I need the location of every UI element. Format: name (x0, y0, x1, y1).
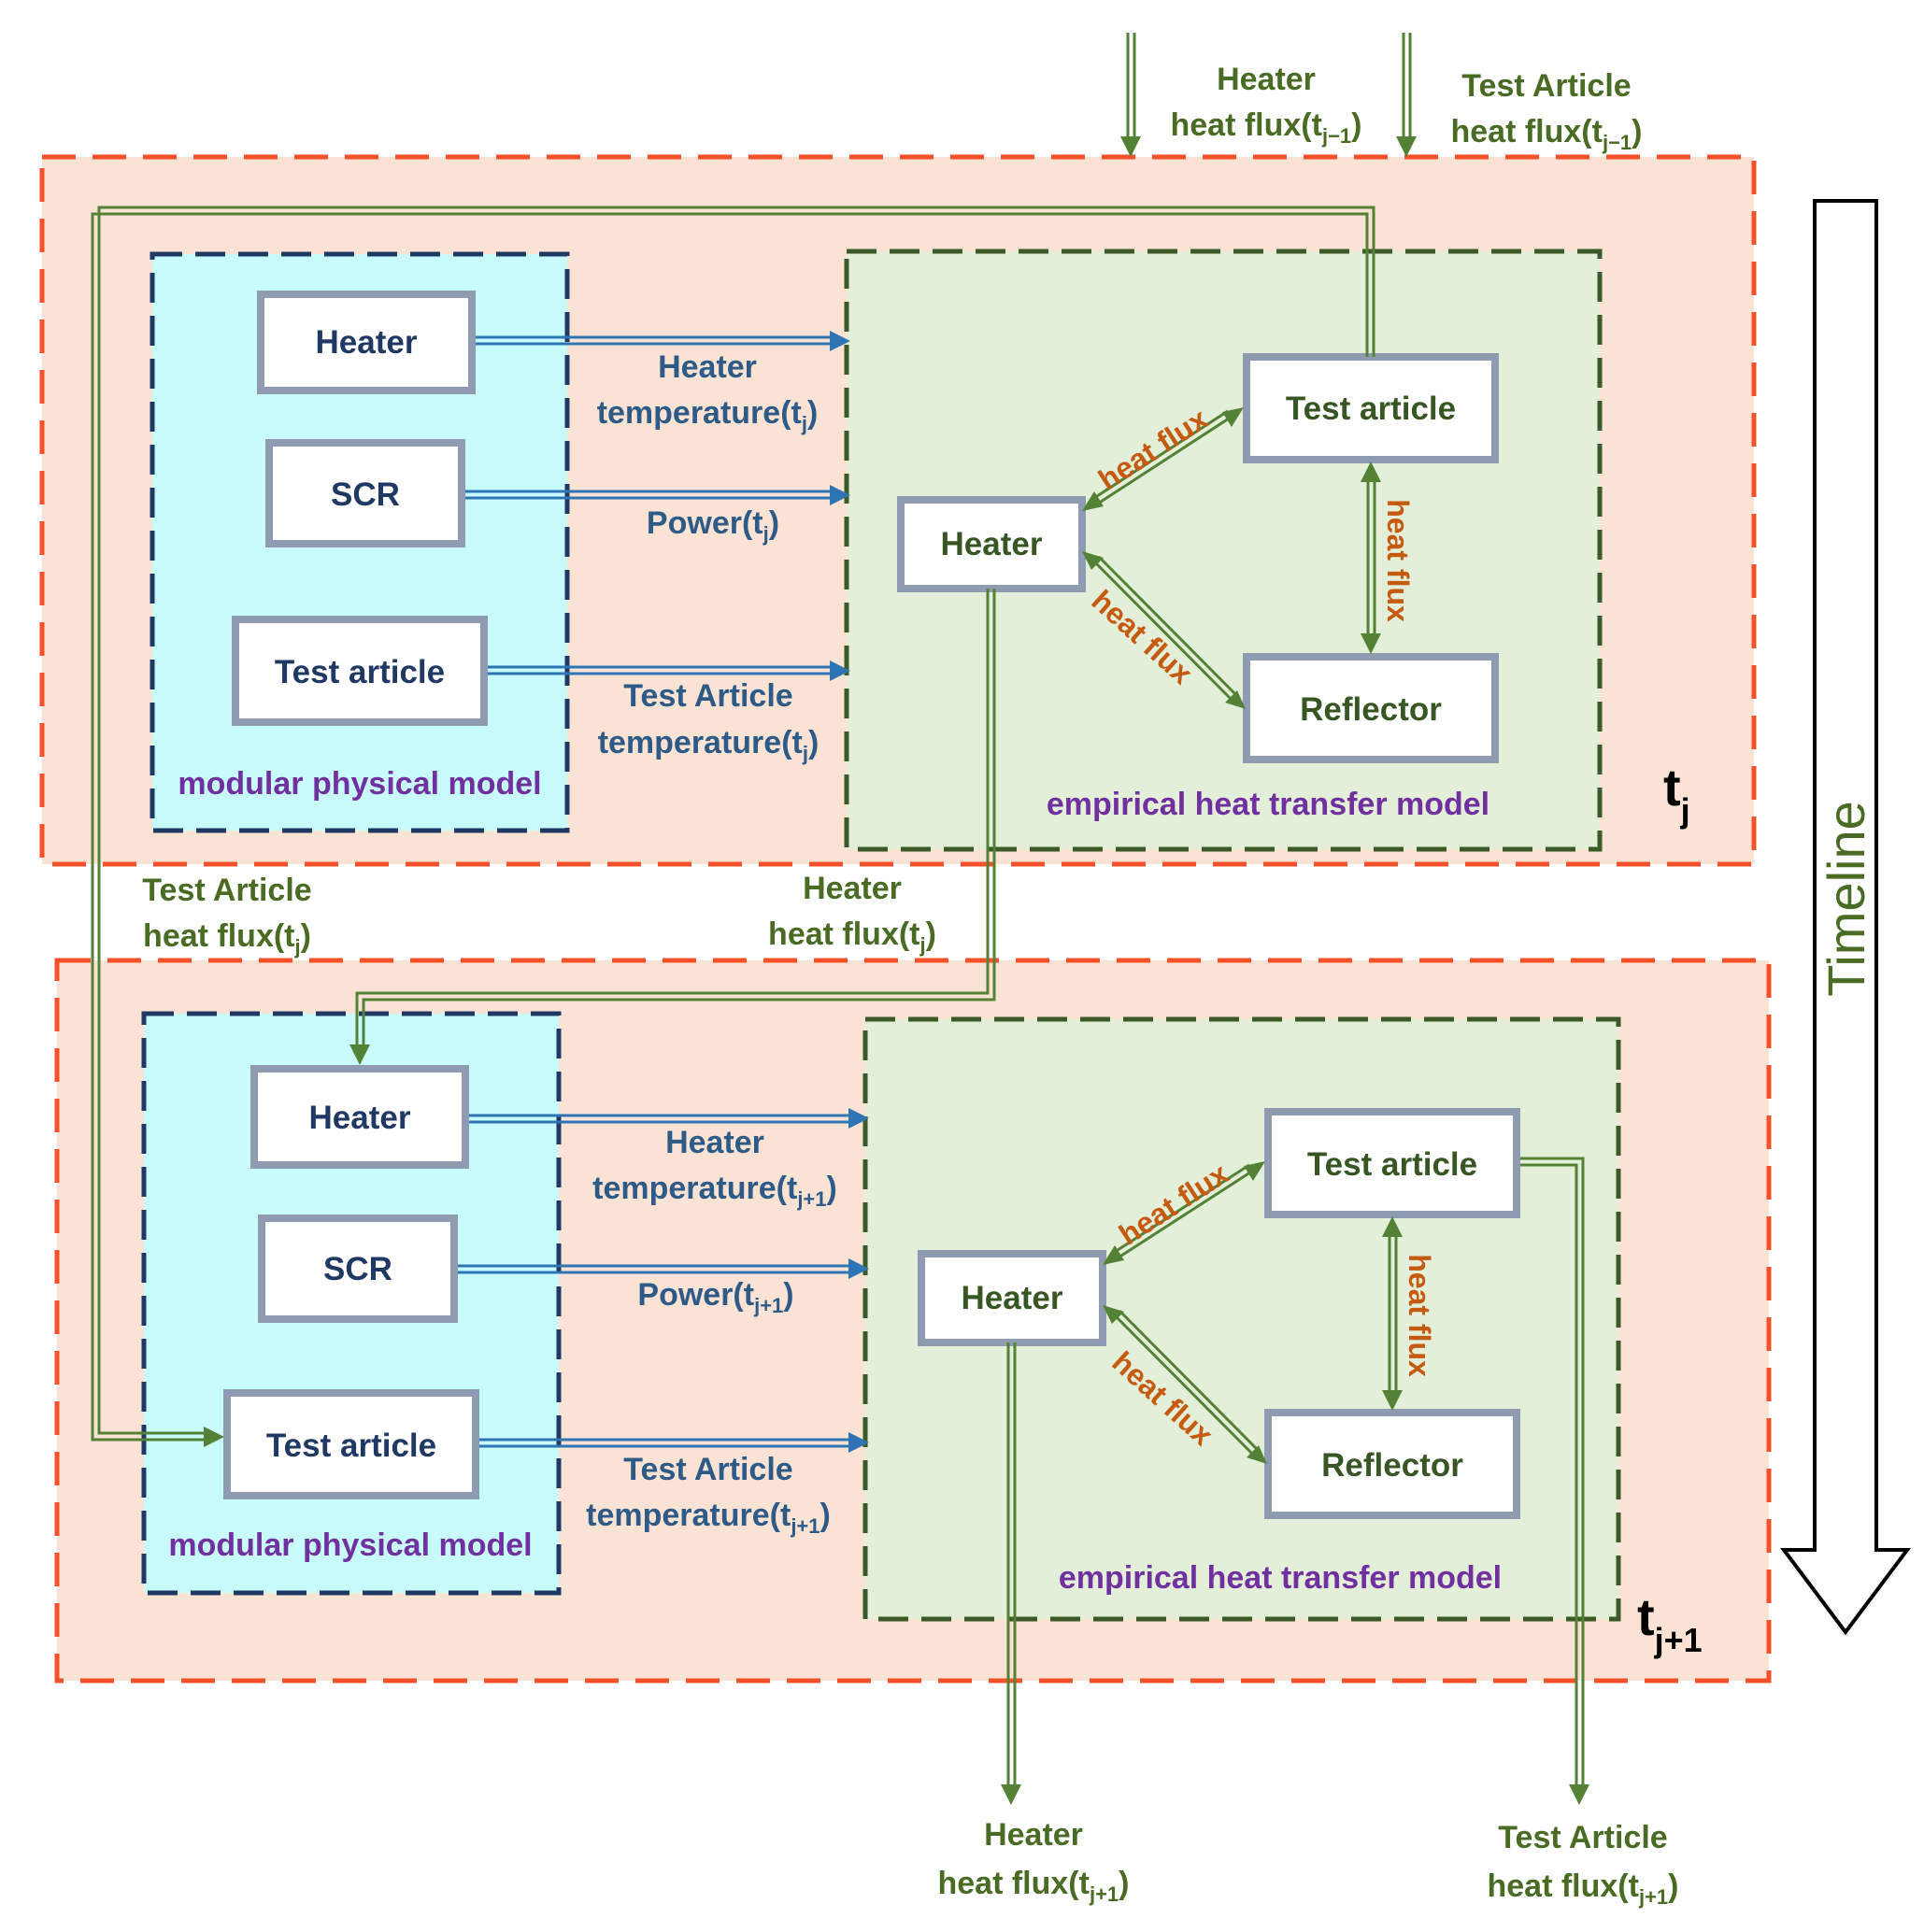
top-heater-flux-label-1: Heater (1217, 62, 1316, 97)
bottom-test-flux-1: Test Article (1498, 1820, 1667, 1855)
green-arrows (91, 33, 1589, 1805)
box-heater-phys-tj1: Heater (250, 1065, 469, 1169)
test-temp-tj-1: Test Article (623, 678, 792, 714)
box-testarticle-emp-tj: Test article (1243, 353, 1499, 463)
test-temp-tj-2: temperature(tj) (598, 725, 819, 765)
box-scr-phys-tj1: SCR (258, 1215, 458, 1323)
heater-temp-tj1-2: temperature(tj+1) (592, 1171, 837, 1211)
timeline-label: Timeline (1817, 801, 1875, 997)
power-tj1: Power(tj+1) (637, 1277, 793, 1317)
heater-temp-tj-1: Heater (658, 349, 757, 385)
empirical-model-title-tj1: empirical heat transfer model (1059, 1560, 1502, 1596)
top-test-flux-label-1: Test Article (1461, 68, 1631, 104)
time-label-tj1: tj+1 (1637, 1587, 1703, 1659)
time-label-tj: tj (1663, 758, 1690, 830)
svg-text:Test article: Test article (1307, 1146, 1477, 1183)
mid-heater-flux-1: Heater (803, 871, 902, 906)
svg-text:Reflector: Reflector (1321, 1447, 1463, 1484)
blue-arrows (458, 331, 869, 1453)
box-heater-phys-tj: Heater (257, 291, 476, 394)
flux-label-tj1-right: heat flux (1403, 1254, 1436, 1377)
bottom-heater-flux-2: heat flux(tj+1) (938, 1866, 1130, 1906)
test-temp-tj1-2: temperature(tj+1) (586, 1498, 831, 1538)
heater-temp-tj1-1: Heater (665, 1125, 764, 1160)
test-temp-tj1-1: Test Article (623, 1452, 792, 1487)
svg-text:SCR: SCR (323, 1251, 392, 1287)
svg-text:Test article: Test article (275, 654, 445, 690)
flux-label-tj-right: heat flux (1381, 499, 1415, 622)
box-scr-phys-tj: SCR (265, 439, 465, 547)
box-testarticle-phys-tj1: Test article (223, 1389, 479, 1499)
svg-text:Heater: Heater (316, 324, 418, 361)
svg-text:Test article: Test article (266, 1428, 436, 1464)
box-testarticle-phys-tj: Test article (232, 616, 488, 726)
empirical-model-title-tj: empirical heat transfer model (1047, 787, 1489, 822)
svg-text:SCR: SCR (331, 476, 400, 513)
mid-heater-flux-2: heat flux(tj) (768, 916, 936, 957)
box-reflector-emp-tj1: Reflector (1264, 1409, 1520, 1519)
svg-text:Heater: Heater (962, 1280, 1063, 1316)
power-tj: Power(tj) (647, 505, 779, 546)
svg-text:Reflector: Reflector (1300, 691, 1442, 728)
timeline-arrow: Timeline (1780, 199, 1911, 1636)
box-testarticle-emp-tj1: Test article (1264, 1108, 1520, 1218)
mid-test-flux-2: heat flux(tj) (143, 918, 311, 959)
bottom-heater-flux-1: Heater (984, 1817, 1083, 1853)
physical-model-title-tj: modular physical model (178, 766, 541, 802)
physical-model-title-tj1: modular physical model (168, 1527, 532, 1563)
box-heater-emp-tj1: Heater (918, 1250, 1106, 1346)
top-heater-flux-label-2: heat flux(tj−1) (1171, 107, 1362, 148)
bottom-test-flux-2: heat flux(tj+1) (1488, 1868, 1679, 1909)
mid-test-flux-1: Test Article (142, 873, 311, 908)
box-reflector-emp-tj: Reflector (1243, 653, 1499, 763)
svg-text:Heater: Heater (309, 1100, 411, 1136)
svg-text:Test article: Test article (1286, 391, 1456, 427)
svg-text:Heater: Heater (941, 526, 1043, 562)
heater-temp-tj-2: temperature(tj) (597, 395, 819, 435)
box-heater-emp-tj: Heater (897, 496, 1086, 592)
top-test-flux-label-2: heat flux(tj−1) (1451, 114, 1643, 154)
